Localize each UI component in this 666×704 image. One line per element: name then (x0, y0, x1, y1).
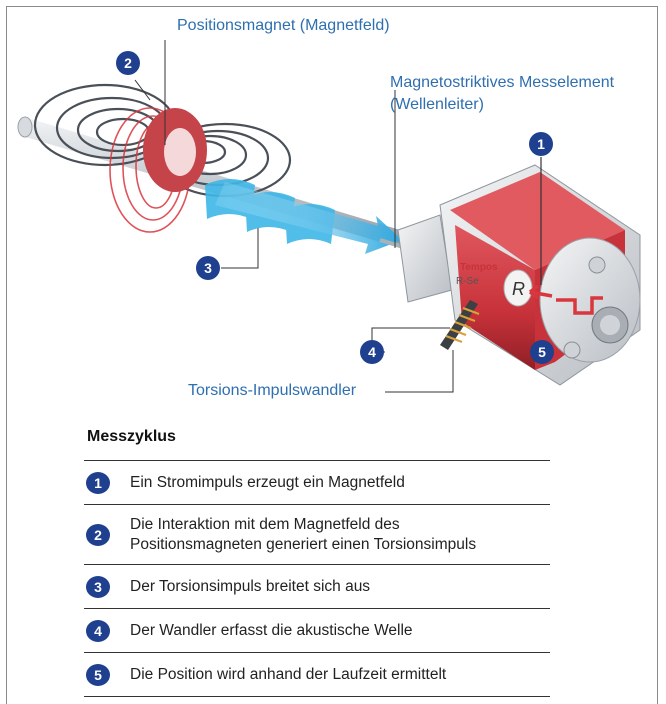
svg-text:5: 5 (538, 344, 546, 360)
waveguide-label-line1: Magnetostriktives Messelement (390, 74, 615, 91)
badge-5: 5 (530, 340, 554, 364)
svg-text:4: 4 (368, 344, 376, 360)
step-number: 3 (86, 575, 110, 598)
propagation-arrow (215, 182, 402, 254)
position-magnet (143, 108, 207, 192)
waveguide-label-line2: (Wellenleiter) (390, 96, 484, 113)
badge2-leader (134, 79, 151, 101)
step-item: 4 Der Wandler erfasst die akustische Wel… (84, 609, 550, 653)
converter-leader (385, 350, 454, 393)
step-text-line: Die Interaktion mit dem Magnetfeld des (130, 515, 400, 533)
badge-2: 2 (116, 51, 140, 75)
position-magnet-label: Positionsmagnet (Magnetfeld) (177, 17, 390, 34)
badge-1: 1 (529, 132, 553, 156)
step-text-line: Positionsmagneten generiert einen Torsio… (130, 535, 477, 553)
badge3-leader (221, 228, 259, 269)
section-title: Messzyklus (87, 428, 176, 445)
steps-list: 1 Ein Stromimpuls erzeugt ein Magnetfeld… (84, 460, 550, 697)
step-text: Die Interaktion mit dem Magnetfeld des P… (130, 515, 476, 555)
badge4-leader (371, 327, 450, 353)
badge-4: 4 (360, 340, 384, 364)
step-text: Die Position wird anhand der Laufzeit er… (130, 665, 447, 683)
step-number: 1 (86, 471, 110, 494)
badge-3: 3 (196, 256, 220, 280)
step-item: 3 Der Torsionsimpuls breitet sich aus (84, 565, 550, 609)
converter-label: Torsions-Impulswandler (188, 382, 357, 399)
svg-text:2: 2 (124, 55, 132, 71)
step-item: 1 Ein Stromimpuls erzeugt ein Magnetfeld (84, 461, 550, 505)
step-text: Der Wandler erfasst die akustische Welle (130, 621, 413, 639)
svg-text:1: 1 (537, 136, 545, 152)
logo-letter: R (512, 279, 525, 299)
sensor-illustration: R Tempos R-Se 1 2 3 (17, 40, 641, 393)
brand-text: Tempos (460, 262, 498, 273)
step-text: Ein Stromimpuls erzeugt ein Magnetfeld (130, 473, 405, 491)
current-pulse-signal (528, 284, 603, 315)
svg-text:3: 3 (204, 260, 212, 276)
model-text: R-Se (456, 276, 479, 287)
step-number: 4 (86, 619, 110, 642)
torsion-converter (440, 300, 480, 350)
step-number: 5 (86, 663, 110, 686)
step-item: 5 Die Position wird anhand der Laufzeit … (84, 653, 550, 697)
step-item: 2 Die Interaktion mit dem Magnetfeld des… (84, 505, 550, 565)
sensor-head: R Tempos R-Se (397, 164, 641, 386)
step-text: Der Torsionsimpuls breitet sich aus (130, 577, 371, 595)
step-number: 2 (86, 523, 110, 546)
